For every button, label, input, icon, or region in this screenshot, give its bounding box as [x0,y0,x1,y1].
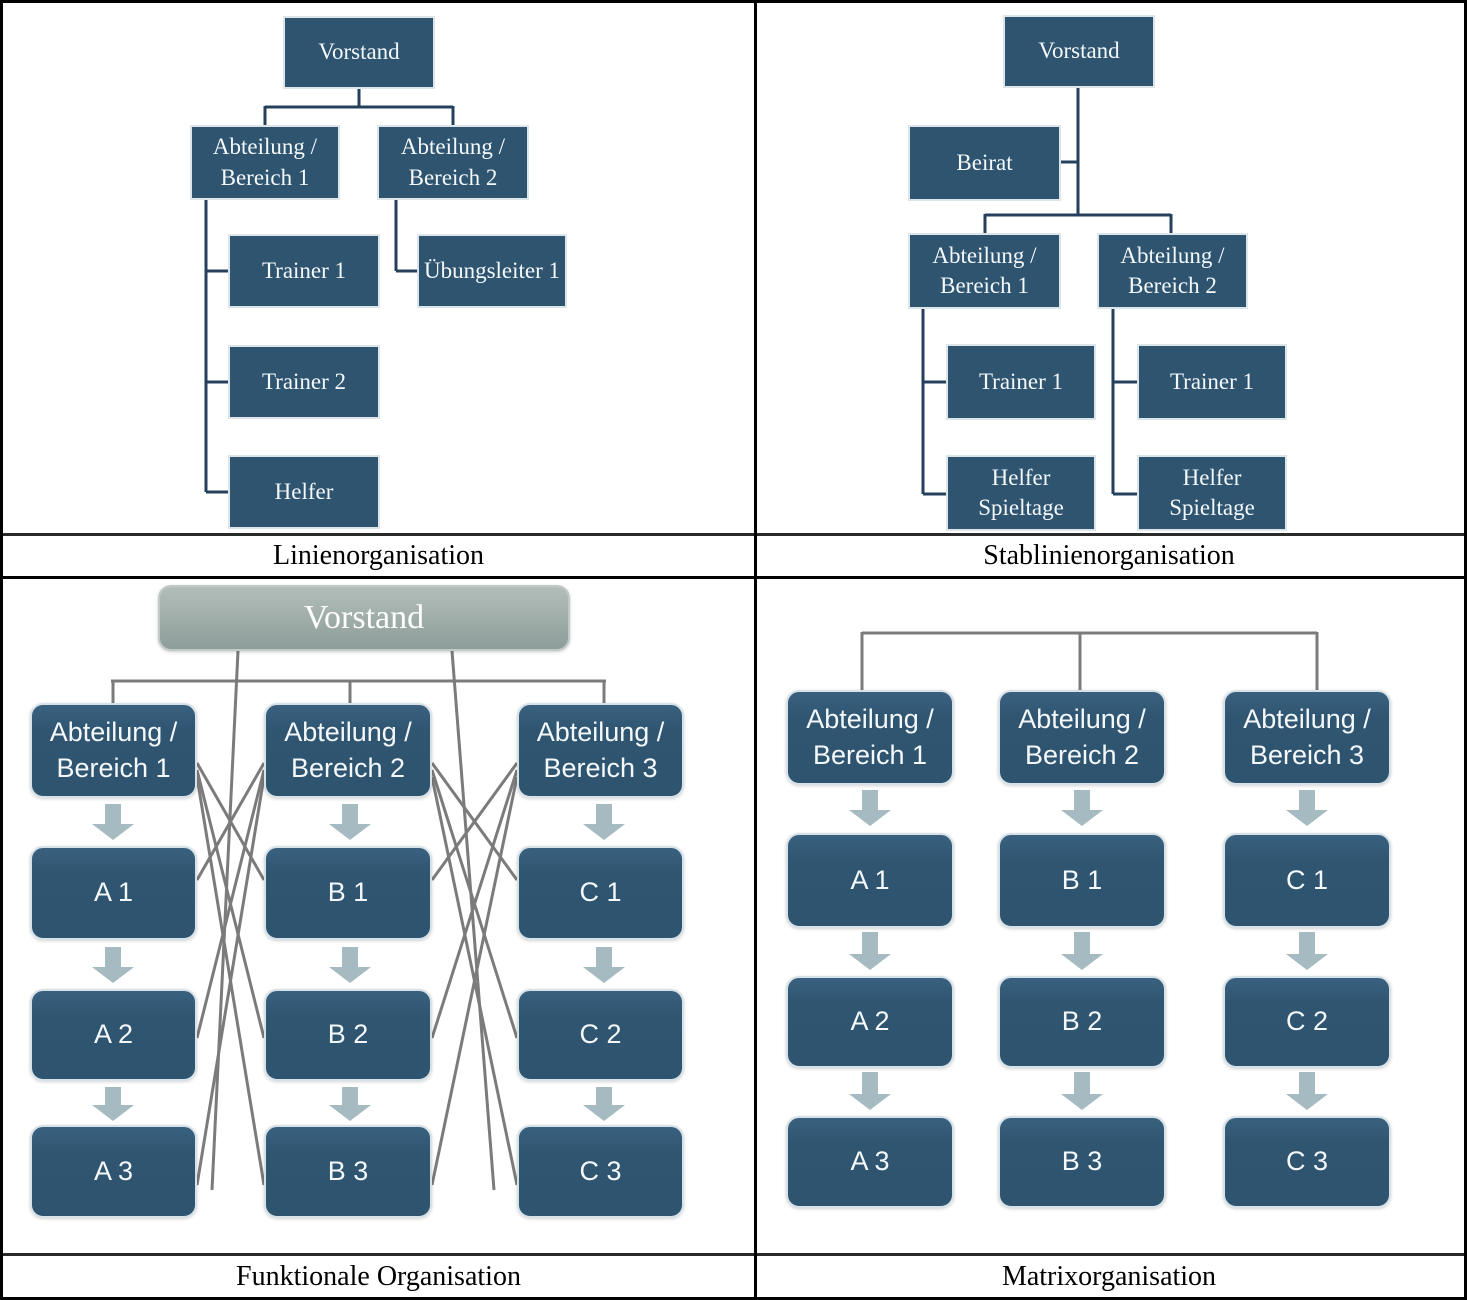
org-box-trainer-1-linien: Trainer 1 [228,234,380,308]
org-box-abteilung-bereich-2-funktional: Abteilung / Bereich 2 [264,703,432,798]
org-box-b2-matrix: B 2 [998,976,1166,1068]
caption-band-top: Linienorganisation Stablinienorganisatio… [3,533,1464,579]
org-box-trainer-2-linien: Trainer 2 [228,345,380,419]
caption-band-bottom: Funktionale Organisation Matrixorganisat… [3,1253,1464,1297]
caption-matrixorganisation: Matrixorganisation [1001,1260,1217,1292]
org-box-c1-matrix: C 1 [1223,833,1391,928]
org-box-vorstand-funktional: Vorstand [158,585,570,651]
org-box-vorstand-linien: Vorstand [283,16,435,89]
org-box-a3-matrix: A 3 [786,1116,954,1208]
org-box-trainer-1-rechts-stablinien: Trainer 1 [1137,344,1287,420]
org-box-a2-matrix: A 2 [786,976,954,1068]
org-box-a3-funktional: A 3 [30,1125,197,1218]
grid-vertical-divider [754,3,757,1297]
caption-stablinienorganisation: Stablinienorganisation [983,540,1235,571]
org-box-c2-matrix: C 2 [1223,976,1391,1068]
org-box-uebungsleiter-1-linien: Übungsleiter 1 [417,234,567,308]
org-box-beirat-stablinien: Beirat [908,125,1061,201]
org-box-abteilung-bereich-1-linien: Abteilung / Bereich 1 [190,125,340,200]
org-box-b1-matrix: B 1 [998,833,1166,928]
org-box-b1-funktional: B 1 [264,846,432,940]
org-box-abteilung-bereich-3-funktional: Abteilung / Bereich 3 [517,703,684,798]
caption-linienorganisation: Linienorganisation [273,540,484,571]
org-box-abteilung-bereich-2-linien: Abteilung / Bereich 2 [377,125,529,200]
org-box-a1-matrix: A 1 [786,833,954,928]
org-box-trainer-1-links-stablinien: Trainer 1 [946,344,1096,420]
org-box-c2-funktional: C 2 [517,989,684,1081]
org-box-c3-funktional: C 3 [517,1125,684,1218]
org-box-c3-matrix: C 3 [1223,1116,1391,1208]
org-box-b3-funktional: B 3 [264,1125,432,1218]
org-box-abteilung-bereich-2-stablinien: Abteilung / Bereich 2 [1097,233,1248,309]
org-box-abteilung-bereich-3-matrix: Abteilung / Bereich 3 [1223,690,1391,785]
org-box-c1-funktional: C 1 [517,846,684,940]
org-box-b3-matrix: B 3 [998,1116,1166,1208]
org-box-abteilung-bereich-1-matrix: Abteilung / Bereich 1 [786,690,954,785]
org-box-abteilung-bereich-1-funktional: Abteilung / Bereich 1 [30,703,197,798]
org-box-a2-funktional: A 2 [30,989,197,1081]
org-box-helfer-linien: Helfer [228,455,380,529]
caption-funktionale-organisation: Funktionale Organisation [236,1260,521,1292]
org-box-abteilung-bereich-2-matrix: Abteilung / Bereich 2 [998,690,1166,785]
org-box-a1-funktional: A 1 [30,846,197,940]
org-box-b2-funktional: B 2 [264,989,432,1081]
org-box-helfer-spieltage-links-stablinien: Helfer Spieltage [946,455,1096,531]
org-box-abteilung-bereich-1-stablinien: Abteilung / Bereich 1 [908,233,1061,309]
org-box-helfer-spieltage-rechts-stablinien: Helfer Spieltage [1137,455,1287,531]
matrix-connectors [860,631,1319,690]
org-box-vorstand-stablinien: Vorstand [1003,15,1155,88]
